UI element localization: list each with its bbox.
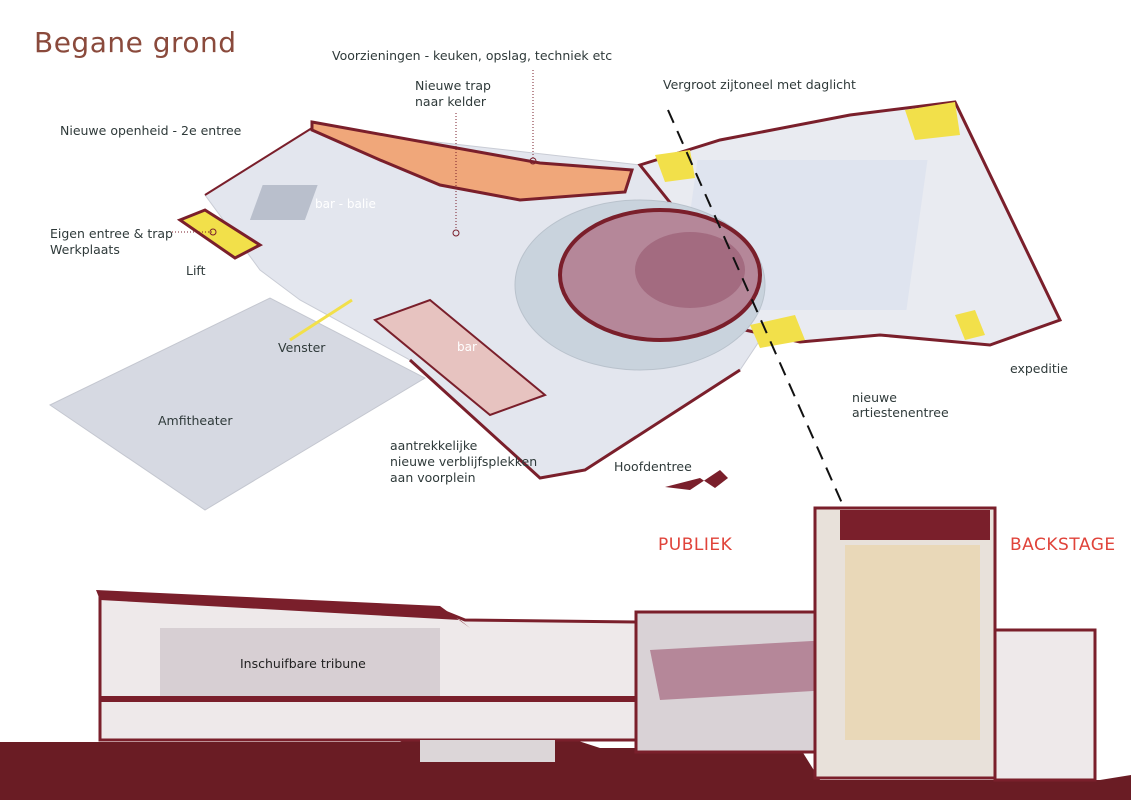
- tribune-hall: [160, 628, 440, 696]
- label-amfitheater: Amfitheater: [158, 413, 233, 428]
- label-expeditie: expeditie: [1010, 361, 1068, 376]
- label-lift: Lift: [186, 263, 206, 278]
- ground: [0, 735, 1131, 800]
- label-artiesten-1: nieuwe: [852, 390, 897, 405]
- label-eigen-entree-2: Werkplaats: [50, 242, 120, 257]
- bar-area: [373, 298, 547, 417]
- section-cut-line: [667, 109, 846, 511]
- label-artiesten-2: artiestenentree: [852, 405, 949, 420]
- cross-section: [0, 506, 1131, 800]
- label-verblijf-1: aantrekkelijke: [390, 438, 478, 453]
- hoofdentree-canopy: [665, 470, 728, 490]
- label-verblijf-2: nieuwe verblijfsplekken: [390, 454, 538, 469]
- page-title: Begane grond: [34, 26, 237, 59]
- zone-backstage: BACKSTAGE: [1010, 535, 1116, 555]
- label-voorzieningen: Voorzieningen - keuken, opslag, techniek…: [332, 48, 613, 63]
- label-hoofdentree: Hoofdentree: [614, 459, 692, 474]
- zone-publiek: PUBLIEK: [658, 535, 733, 555]
- label-trap-2: naar kelder: [415, 94, 487, 109]
- label-venster: Venster: [278, 340, 326, 355]
- kitchen-storage-zone: [310, 120, 635, 202]
- label-tribune: Inschuifbare tribune: [240, 656, 366, 671]
- label-zijtoneel: Vergroot zijtoneel met daglicht: [663, 77, 856, 92]
- label-eigen-entree-1: Eigen entree & trap: [50, 226, 173, 241]
- label-trap-1: Nieuwe trap: [415, 78, 491, 93]
- floor-plan: [49, 70, 1063, 511]
- roof: [96, 590, 470, 628]
- backstage-wing: [993, 628, 1097, 782]
- werkplaats-entrance: [176, 208, 263, 260]
- label-bar: bar: [457, 340, 477, 354]
- label-openheid: Nieuwe openheid - 2e entree: [60, 123, 242, 138]
- amfitheater-wing: [49, 297, 427, 511]
- label-verblijf-3: aan voorplein: [390, 470, 476, 485]
- label-bar-balie: bar - balie: [315, 197, 376, 211]
